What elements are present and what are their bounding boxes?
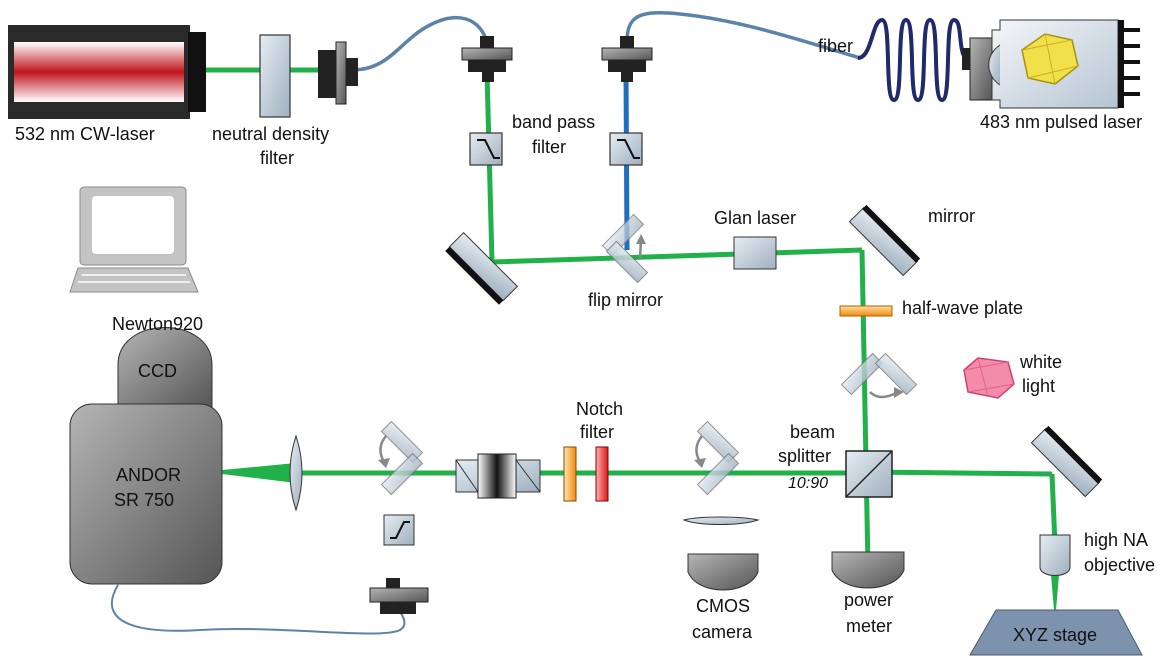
bandpass-label-2: filter xyxy=(532,137,566,157)
split-ratio-label: 10:90 xyxy=(788,475,828,492)
fiber-cable-cw xyxy=(351,16,490,72)
fiber-launcher-left xyxy=(461,36,513,82)
notch-label-1: Notch xyxy=(576,399,623,419)
beam-focused-to-stage xyxy=(1051,575,1059,610)
notch-filter-orange xyxy=(563,446,577,502)
longpass-filter xyxy=(383,514,415,546)
half-wave-plate xyxy=(839,305,893,317)
cmos-label-1: CMOS xyxy=(696,596,750,616)
cw-laser-icon xyxy=(8,25,206,119)
beam-splitter-label-2: splitter xyxy=(778,446,831,466)
fiber-cable-pulsed xyxy=(625,11,861,60)
nd-filter-label-2: filter xyxy=(260,148,294,168)
cmos-label-2: camera xyxy=(692,622,753,642)
computer-icon xyxy=(69,186,199,293)
pulsed-laser-icon xyxy=(962,19,1140,109)
focusing-lens xyxy=(289,434,303,512)
beam-to-objective-mirror xyxy=(867,469,1053,477)
fiber-label: fiber xyxy=(818,36,853,56)
cw-laser-label: 532 nm CW-laser xyxy=(15,124,155,144)
fiber-cable-spectrometer xyxy=(110,584,406,635)
flip-mirror-lower-middle xyxy=(694,420,740,496)
mirror-upper-left xyxy=(445,231,519,305)
half-wave-plate-label: half-wave plate xyxy=(902,298,1023,318)
white-light-label-1: white xyxy=(1019,352,1062,372)
glan-laser-polarizer xyxy=(733,236,777,270)
power-meter-icon xyxy=(831,551,905,589)
notch-label-2: filter xyxy=(580,422,614,442)
bandpass-label-1: band pass xyxy=(512,112,595,132)
beam-to-objective xyxy=(1049,473,1058,546)
notch-filter-red xyxy=(595,446,609,502)
objective-label-1: high NA xyxy=(1084,530,1148,550)
flip-mirror-upper xyxy=(601,213,649,284)
fiber-coupler-spectrometer xyxy=(369,578,429,614)
fiber-coupler-cw xyxy=(318,41,358,105)
flip-mirror-lower-left xyxy=(378,420,424,496)
flip-mirror-right xyxy=(840,352,918,399)
power-meter-label-1: power xyxy=(844,590,893,610)
cmos-camera-icon xyxy=(682,516,760,591)
polarizer-block-lower xyxy=(455,453,541,499)
newton-label: Newton920 xyxy=(112,314,203,334)
fiber-coil xyxy=(857,17,971,103)
beam-splitter-label-1: beam xyxy=(790,422,835,442)
beam-focus-into-spectrometer xyxy=(222,463,296,483)
beam-bandpass-down xyxy=(484,71,495,263)
nd-filter-label-1: neutral density xyxy=(212,124,329,144)
beam-splitter-cube xyxy=(845,450,893,498)
bandpass-filter-right xyxy=(609,132,643,166)
beam-vertical-right xyxy=(859,249,871,569)
neutral-density-filter xyxy=(259,34,291,118)
stage-label: XYZ stage xyxy=(1013,625,1097,645)
bandpass-filter-left xyxy=(469,132,503,166)
xyz-stage xyxy=(969,609,1143,656)
glan-laser-label: Glan laser xyxy=(714,208,796,228)
spectrometer-label-2: SR 750 xyxy=(114,490,174,510)
objective-icon xyxy=(1039,534,1071,576)
objective-label-2: objective xyxy=(1084,555,1155,575)
spectrometer-label-1: ANDOR xyxy=(116,465,181,485)
pulsed-laser-label: 483 nm pulsed laser xyxy=(980,112,1142,132)
mirror-label: mirror xyxy=(928,206,975,226)
white-light-icon xyxy=(963,357,1015,399)
power-meter-label-2: meter xyxy=(846,616,892,636)
ccd-label: CCD xyxy=(138,361,177,381)
beam-horizontal-upper xyxy=(491,247,863,265)
mirror-upper-right xyxy=(848,204,921,277)
flip-mirror-label: flip mirror xyxy=(588,290,663,310)
beam-paths xyxy=(205,67,1059,610)
fiber-coil-path xyxy=(857,17,971,103)
mirror-lower-right xyxy=(1030,425,1103,498)
spectrometer-icon xyxy=(69,327,223,585)
white-light-label-2: light xyxy=(1022,376,1055,396)
fiber-launcher-right xyxy=(601,36,653,82)
